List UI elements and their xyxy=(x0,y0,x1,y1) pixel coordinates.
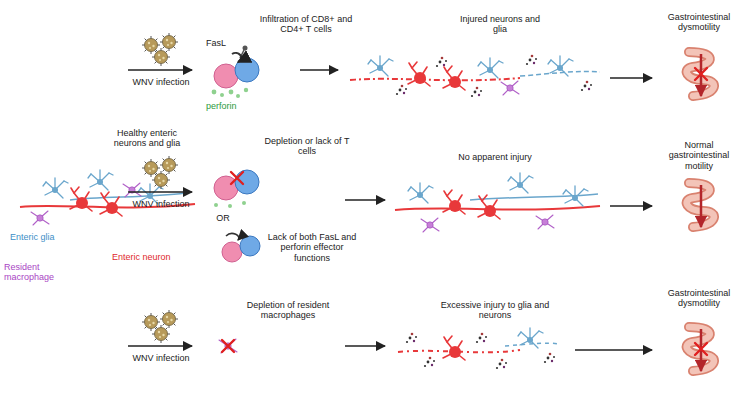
connector-word: OR xyxy=(208,213,238,223)
healthy-plexus xyxy=(395,173,600,232)
step-label: WNV infection xyxy=(126,199,196,209)
outcome-label: Normal gastrointestinal motility xyxy=(662,140,736,171)
injured-plexus xyxy=(350,55,600,97)
outcome-label: No apparent injury xyxy=(430,152,560,162)
step-label: Depletion of resident macrophages xyxy=(242,300,334,321)
macrophage-depleted xyxy=(219,339,237,353)
step-label: WNV infection xyxy=(126,353,196,363)
cell-label: Enteric neuron xyxy=(112,252,184,262)
outcome-label: Excessive injury to glia and neurons xyxy=(440,300,550,321)
outcome-label: Gastrointestinal dysmotility xyxy=(662,288,736,309)
step-label: WNV infection xyxy=(126,77,196,87)
cell-label: Enteric glia xyxy=(10,232,80,242)
outcome-label: Gastrointestinal dysmotility xyxy=(662,12,736,33)
cell-label: Resident macrophage xyxy=(4,262,66,283)
gut-icon xyxy=(687,52,714,371)
injured-plexus xyxy=(398,328,560,369)
step-label: Lack of both FasL and perforin effector … xyxy=(264,232,360,263)
outcome-label: Injured neurons and glia xyxy=(455,14,545,35)
t-cells-active xyxy=(212,46,259,99)
molecule-label: FasL xyxy=(206,38,236,48)
step-label: Depletion or lack of T cells xyxy=(262,136,352,157)
healthy-plexus xyxy=(20,170,195,225)
panel-title: Healthy enteric neurons and glia xyxy=(105,128,189,149)
outcome-arrows xyxy=(575,78,652,350)
molecule-label: perforin xyxy=(206,101,256,111)
step-label: Infiltration of CD8+ and CD4+ T cells xyxy=(258,14,354,35)
